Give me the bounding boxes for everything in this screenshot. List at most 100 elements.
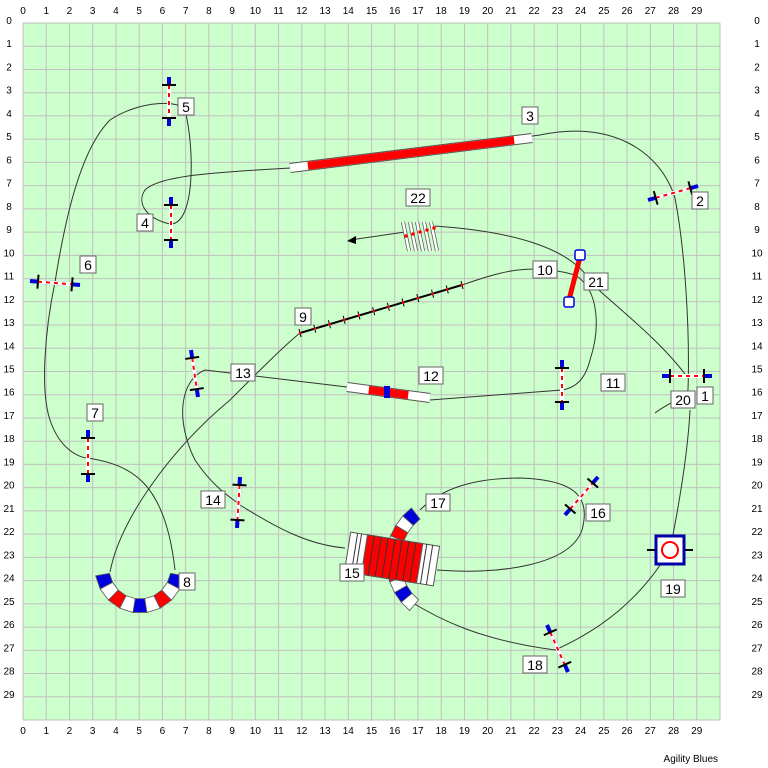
x-axis-label-bottom: 14 <box>343 726 355 737</box>
jump[interactable] <box>185 349 204 398</box>
y-axis-label-left: 28 <box>3 667 15 678</box>
y-axis-label-left: 2 <box>6 62 12 73</box>
obstacle-number-text: 2 <box>696 193 704 209</box>
y-axis-label-left: 7 <box>6 179 12 190</box>
obstacle-number-10: 10 <box>532 260 558 279</box>
x-axis-label-top: 12 <box>296 6 308 17</box>
x-axis-label-top: 11 <box>273 6 284 17</box>
obstacle-number-text: 21 <box>588 274 604 290</box>
obstacle-number-11: 11 <box>600 373 626 392</box>
y-axis-label-right: 17 <box>751 411 763 422</box>
y-axis-label-right: 25 <box>751 597 763 608</box>
x-axis-label-top: 16 <box>389 6 401 17</box>
x-axis-label-bottom: 12 <box>296 726 308 737</box>
y-axis-label-left: 3 <box>6 86 12 97</box>
x-axis-label-bottom: 26 <box>622 726 634 737</box>
tunnel-3[interactable] <box>289 133 533 173</box>
y-axis-label-right: 29 <box>751 690 763 701</box>
jump[interactable] <box>164 197 178 248</box>
y-axis-label-left: 18 <box>3 434 15 445</box>
y-axis-label-left: 17 <box>3 411 15 422</box>
jump[interactable] <box>555 360 569 410</box>
y-axis-label-left: 24 <box>3 574 15 585</box>
obstacle-number-20: 20 <box>670 390 696 409</box>
y-axis-label-left: 22 <box>3 527 15 538</box>
y-axis-label-left: 9 <box>6 225 12 236</box>
y-axis-label-right: 14 <box>751 341 763 352</box>
obstacle-number-text: 18 <box>527 657 543 673</box>
y-axis-label-right: 27 <box>751 643 763 654</box>
obstacle-number-text: 13 <box>235 365 251 381</box>
dog-path <box>44 102 691 651</box>
x-axis-label-bottom: 21 <box>505 726 517 737</box>
x-axis-label-top: 18 <box>436 6 448 17</box>
x-axis-label-top: 23 <box>552 6 564 17</box>
y-axis-label-right: 23 <box>751 550 763 561</box>
y-axis-label-right: 15 <box>751 365 763 376</box>
y-axis-label-right: 21 <box>751 504 763 515</box>
obstacle-number-text: 15 <box>344 565 360 581</box>
obstacle-number-2: 2 <box>691 191 709 210</box>
obstacle-number-text: 8 <box>183 574 191 590</box>
weave-poles-9[interactable] <box>298 280 464 338</box>
jump[interactable] <box>563 475 600 517</box>
jump[interactable] <box>662 369 712 383</box>
x-axis-label-top: 2 <box>67 6 73 17</box>
x-axis-label-bottom: 3 <box>90 726 96 737</box>
y-axis-label-right: 24 <box>751 574 763 585</box>
x-axis-label-bottom: 29 <box>691 726 703 737</box>
y-axis-label-left: 14 <box>3 341 15 352</box>
x-axis-label-top: 4 <box>113 6 119 17</box>
obstacle-number-text: 5 <box>182 99 190 115</box>
obstacle-number-text: 17 <box>430 495 446 511</box>
obstacle-number-text: 9 <box>299 309 307 325</box>
seesaw-21[interactable] <box>563 249 586 308</box>
x-axis-label-top: 7 <box>183 6 189 17</box>
y-axis-label-left: 8 <box>6 202 12 213</box>
x-axis-label-bottom: 11 <box>273 726 284 737</box>
x-axis-label-top: 26 <box>622 6 634 17</box>
table-19[interactable] <box>647 534 693 566</box>
y-axis-label-left: 11 <box>4 272 15 283</box>
x-axis-label-bottom: 19 <box>459 726 471 737</box>
y-axis-label-left: 29 <box>3 690 15 701</box>
jump[interactable] <box>162 77 176 126</box>
x-axis-label-bottom: 9 <box>229 726 235 737</box>
x-axis-label-top: 13 <box>319 6 331 17</box>
y-axis-label-right: 18 <box>751 434 763 445</box>
x-axis-label-top: 29 <box>691 6 703 17</box>
obstacle-number-7: 7 <box>86 403 104 422</box>
jump[interactable] <box>81 430 95 482</box>
y-axis-label-right: 13 <box>751 318 763 329</box>
x-axis-label-top: 5 <box>136 6 142 17</box>
obstacle-number-text: 4 <box>141 215 149 231</box>
tunnel-12[interactable] <box>346 382 431 403</box>
y-axis-label-left: 19 <box>3 457 15 468</box>
obstacle-number-6: 6 <box>79 255 97 274</box>
jump[interactable] <box>543 624 572 673</box>
broad-jump-22[interactable] <box>401 221 439 252</box>
obstacle-number-3: 3 <box>521 106 539 125</box>
y-axis-label-left: 10 <box>3 248 15 259</box>
y-axis-label-right: 11 <box>752 272 763 283</box>
y-axis-label-left: 15 <box>3 365 15 376</box>
y-axis-label-right: 4 <box>754 109 760 120</box>
jump[interactable] <box>29 274 81 292</box>
y-axis-label-right: 8 <box>754 202 760 213</box>
obstacle-number-text: 1 <box>701 388 709 404</box>
x-axis-label-top: 8 <box>206 6 212 17</box>
obstacle-number-text: 7 <box>91 405 99 421</box>
x-axis-label-bottom: 7 <box>183 726 189 737</box>
y-axis-label-left: 26 <box>3 620 15 631</box>
y-axis-label-right: 16 <box>751 388 763 399</box>
obstacle-number-14: 14 <box>200 490 226 509</box>
x-axis-label-bottom: 16 <box>389 726 401 737</box>
y-axis-label-right: 5 <box>754 132 760 143</box>
y-axis-label-right: 22 <box>751 527 763 538</box>
y-axis-label-left: 16 <box>3 388 15 399</box>
x-axis-label-top: 14 <box>343 6 355 17</box>
y-axis-label-left: 1 <box>6 39 12 50</box>
jump[interactable] <box>230 476 247 529</box>
